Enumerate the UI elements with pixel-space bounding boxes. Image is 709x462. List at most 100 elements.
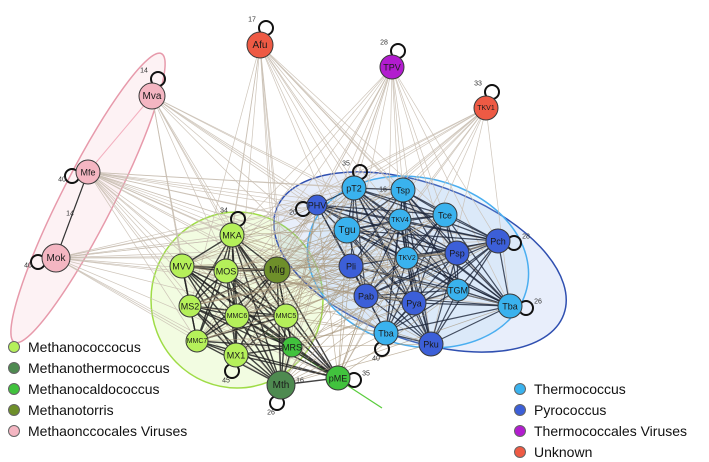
self-loop-count: 34 [220, 208, 228, 215]
edge [353, 107, 487, 189]
node-label: MVV [172, 262, 192, 272]
legend-label: Methaonccocales Viruses [28, 422, 188, 439]
edge [196, 204, 318, 342]
legend-swatch [514, 445, 526, 458]
edge [236, 219, 401, 317]
edge [316, 204, 339, 379]
edge [280, 257, 408, 386]
legend-label: Unknown [534, 443, 593, 460]
self-loop-count: 14 [140, 68, 148, 75]
edge [189, 219, 401, 307]
edge [350, 189, 404, 267]
edge [276, 269, 415, 304]
edge [225, 270, 415, 304]
node-label: Mig [269, 265, 285, 276]
node-mmc6: MMC6 [224, 303, 250, 329]
legend-swatch [514, 424, 526, 437]
edge [55, 257, 287, 317]
legend-item: Pyrococcus [514, 399, 687, 420]
edge [189, 257, 408, 307]
edge [285, 187, 355, 317]
self-loop-count: 26 [534, 299, 542, 306]
edge [87, 171, 227, 272]
legend-label: Methanotorris [28, 401, 114, 418]
node-phv: PHV [306, 194, 328, 216]
node-label: TPV [383, 63, 401, 73]
node-tce: Tce [432, 202, 458, 228]
edge [280, 252, 458, 386]
self-loop-count: 45 [222, 378, 230, 385]
edge [231, 234, 282, 386]
node-label: Pch [490, 237, 506, 247]
legend-label: Methanocaldococcus [28, 380, 160, 397]
node-mvv: MVV [169, 253, 195, 279]
node-tkv2: TKV2 [395, 246, 419, 270]
node-pme: pME [325, 365, 351, 391]
edge [225, 229, 348, 272]
edge [337, 229, 348, 379]
edge [259, 44, 355, 189]
edge [196, 340, 293, 348]
edge [87, 171, 499, 242]
edge [365, 252, 458, 297]
self-loop-count: 20 [289, 210, 297, 217]
legend-item: Methanothermococcus [8, 357, 187, 378]
node-pt2: pT2 [341, 175, 367, 201]
legend-swatch [8, 340, 20, 353]
edge-weight-label: 16 [296, 378, 304, 385]
node-afu: Afu [246, 31, 274, 59]
node-pku: Pku [418, 331, 444, 357]
edge [402, 189, 459, 291]
edge [225, 219, 401, 272]
node-label: Pab [358, 292, 374, 302]
edge [346, 229, 499, 242]
edge [430, 305, 511, 345]
legend-label: Methanococcocus [28, 338, 141, 355]
legend-label: Thermococcus [534, 380, 626, 397]
edge [87, 171, 183, 267]
edge [413, 302, 511, 307]
self-loop-count: 17 [248, 17, 256, 24]
node-tba: Tba [373, 320, 399, 346]
legend-item: Thermococcus [514, 378, 687, 399]
legend-swatch [514, 403, 526, 416]
node-label: Mva [143, 91, 162, 102]
node-tgu: Tgu [333, 216, 361, 244]
node-label: Psp [449, 249, 465, 259]
edge [276, 269, 282, 386]
node-label: Tsp [396, 186, 410, 196]
legend-item: Methanocaldococcus [8, 378, 187, 399]
legend-item: Methanotorris [8, 399, 187, 420]
node-pli: Pli [338, 253, 364, 279]
node-tba: Tba [497, 293, 523, 319]
edge [55, 187, 355, 259]
node-label: TKV4 [391, 217, 409, 224]
node-label: MKA [222, 231, 242, 241]
node-ms2: MS2 [178, 294, 202, 318]
edge [189, 44, 261, 307]
node-mrs: MRS [281, 336, 303, 358]
legend-item: Methaonccocales Viruses [8, 420, 187, 441]
edge [291, 219, 401, 348]
legend-label: Thermococcales Viruses [534, 422, 688, 439]
edge [87, 171, 352, 267]
edge [413, 240, 499, 304]
node-label: MX1 [227, 351, 246, 361]
edge [189, 305, 339, 379]
edge [87, 171, 198, 342]
edge-weight-label: 16 [379, 187, 387, 194]
edge [55, 171, 89, 259]
node-tpv: TPV [379, 54, 405, 80]
edge [236, 229, 348, 317]
node-mos: MOS [213, 258, 239, 284]
node-pab: Pab [353, 283, 379, 309]
edge [259, 44, 404, 191]
edge [391, 66, 404, 191]
edge [280, 265, 352, 386]
edge [285, 257, 408, 317]
self-loop-count: 40 [372, 356, 380, 363]
node-mka: MKA [219, 222, 245, 248]
edge [55, 234, 233, 259]
